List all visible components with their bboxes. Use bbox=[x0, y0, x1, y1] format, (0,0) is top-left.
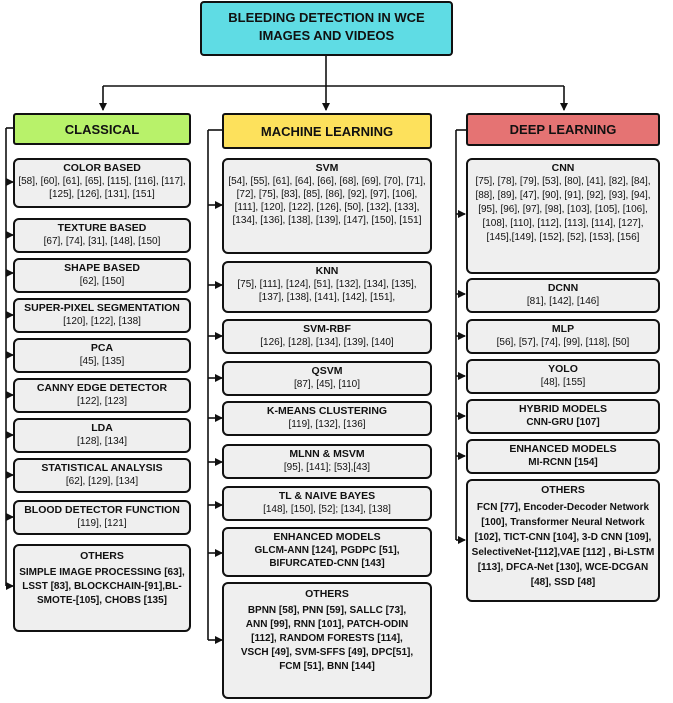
node-title: ENHANCED MODELS bbox=[509, 443, 617, 455]
dl-cnn: CNN [75], [78], [79], [53], [80], [41], … bbox=[466, 158, 660, 274]
node-title: OTHERS bbox=[541, 484, 585, 496]
ml-qsvm: QSVM [87], [45], [110] bbox=[222, 361, 432, 396]
node-refs: [48], [155] bbox=[540, 377, 586, 388]
header-classical-label: CLASSICAL bbox=[64, 121, 140, 137]
node-refs: [81], [142], [146] bbox=[526, 296, 600, 307]
node-title: MLP bbox=[551, 323, 575, 335]
node-refs: GLCM-ANN [124], PGDPC [51], BIFURCATED-C… bbox=[254, 545, 400, 569]
node-title: HYBRID MODELS bbox=[518, 403, 608, 415]
node-refs: FCN [77], Encoder-Decoder Network [100],… bbox=[471, 502, 655, 588]
node-refs: [126], [128], [134], [139], [140] bbox=[260, 337, 394, 348]
node-refs: [95], [141]; [53],[43] bbox=[283, 462, 371, 473]
ml-svm-rbf: SVM-RBF [126], [128], [134], [139], [140… bbox=[222, 319, 432, 354]
classical-blood-detector-function: BLOOD DETECTOR FUNCTION [119], [121] bbox=[13, 500, 191, 535]
header-deep-learning-label: DEEP LEARNING bbox=[509, 122, 617, 137]
node-refs: [119], [132], [136] bbox=[288, 419, 366, 430]
node-title: SHAPE BASED bbox=[64, 262, 140, 274]
node-title: LDA bbox=[91, 422, 113, 434]
node-refs: [56], [57], [74], [99], [118], [50] bbox=[496, 337, 630, 348]
node-title: OTHERS bbox=[80, 550, 124, 562]
ml-k-means-clustering: K-MEANS CLUSTERING [119], [132], [136] bbox=[222, 401, 432, 436]
classical-shape-based: SHAPE BASED [62], [150] bbox=[13, 258, 191, 293]
node-title: DCNN bbox=[547, 282, 579, 294]
dl-yolo: YOLO [48], [155] bbox=[466, 359, 660, 394]
node-refs: [54], [55], [61], [64], [66], [68], [69]… bbox=[228, 176, 426, 226]
ml-enhanced-models: ENHANCED MODELS GLCM-ANN [124], PGDPC [5… bbox=[222, 527, 432, 577]
ml-tl-naive-bayes: TL & NAIVE BAYES [148], [150], [52]; [13… bbox=[222, 486, 432, 521]
classical-texture-based: TEXTURE BASED [67], [74], [31], [148], [… bbox=[13, 218, 191, 253]
node-refs: [75], [78], [79], [53], [80], [41], [82]… bbox=[475, 176, 651, 243]
node-title: SVM bbox=[315, 162, 339, 174]
node-refs: [120], [122], [138] bbox=[63, 316, 141, 327]
dl-mlp: MLP [56], [57], [74], [99], [118], [50] bbox=[466, 319, 660, 354]
node-refs: [45], [135] bbox=[79, 356, 125, 367]
node-refs: [75], [111], [124], [51], [132], [134], … bbox=[237, 279, 417, 303]
node-refs: [148], [150], [52]; [134], [138] bbox=[263, 504, 391, 515]
node-refs: [122], [123] bbox=[76, 396, 128, 407]
header-machine-learning: MACHINE LEARNING bbox=[222, 113, 432, 149]
classical-canny-edge-detector: CANNY EDGE DETECTOR [122], [123] bbox=[13, 378, 191, 413]
node-title: TEXTURE BASED bbox=[57, 222, 147, 234]
node-title: SUPER-PIXEL SEGMENTATION bbox=[24, 302, 180, 314]
node-refs: [62], [129], [134] bbox=[65, 476, 139, 487]
classical-color-based: COLOR BASED [58], [60], [61], [65], [115… bbox=[13, 158, 191, 208]
node-refs: [58], [60], [61], [65], [115], [116], [1… bbox=[18, 176, 186, 200]
node-title: OTHERS bbox=[305, 588, 349, 600]
node-refs: [87], [45], [110] bbox=[294, 379, 360, 390]
header-deep-learning: DEEP LEARNING bbox=[466, 113, 660, 146]
node-refs: [128], [134] bbox=[76, 436, 128, 447]
node-title: QSVM bbox=[311, 365, 343, 377]
node-title: YOLO bbox=[548, 363, 578, 375]
root-node: BLEEDING DETECTION IN WCE IMAGES AND VID… bbox=[200, 1, 453, 56]
node-title: K-MEANS CLUSTERING bbox=[266, 405, 388, 417]
ml-knn: KNN [75], [111], [124], [51], [132], [13… bbox=[222, 261, 432, 313]
header-machine-learning-label: MACHINE LEARNING bbox=[260, 123, 394, 139]
classical-pca: PCA [45], [135] bbox=[13, 338, 191, 373]
node-refs: CNN-GRU [107] bbox=[526, 417, 600, 428]
header-classical: CLASSICAL bbox=[13, 113, 191, 145]
root-title: BLEEDING DETECTION IN WCE IMAGES AND VID… bbox=[228, 10, 425, 43]
ml-svm: SVM [54], [55], [61], [64], [66], [68], … bbox=[222, 158, 432, 254]
node-title: ENHANCED MODELS bbox=[273, 531, 381, 543]
dl-dcnn: DCNN [81], [142], [146] bbox=[466, 278, 660, 313]
node-refs: BPNN [58], PNN [59], SALLC [73], ANN [99… bbox=[240, 605, 414, 672]
node-refs: [119], [121] bbox=[77, 518, 127, 529]
classical-lda: LDA [128], [134] bbox=[13, 418, 191, 453]
node-title: CNN bbox=[551, 162, 575, 174]
node-title: KNN bbox=[315, 265, 339, 277]
dl-enhanced-models: ENHANCED MODELS MI-RCNN [154] bbox=[466, 439, 660, 474]
node-refs: MI-RCNN [154] bbox=[528, 457, 598, 468]
node-refs: [67], [74], [31], [148], [150] bbox=[43, 236, 161, 247]
classical-others: OTHERS SIMPLE IMAGE PROCESSING [63], LSS… bbox=[13, 544, 191, 632]
node-title: BLOOD DETECTOR FUNCTION bbox=[24, 504, 180, 516]
node-title: PCA bbox=[90, 342, 114, 354]
node-refs: SIMPLE IMAGE PROCESSING [63], LSST [83],… bbox=[19, 567, 185, 606]
ml-others: OTHERS BPNN [58], PNN [59], SALLC [73], … bbox=[222, 582, 432, 699]
node-title: MLNN & MSVM bbox=[289, 448, 365, 460]
classical-super-pixel-segmentation: SUPER-PIXEL SEGMENTATION [120], [122], [… bbox=[13, 298, 191, 333]
dl-others: OTHERS FCN [77], Encoder-Decoder Network… bbox=[466, 479, 660, 602]
ml-mlnn-msvm: MLNN & MSVM [95], [141]; [53],[43] bbox=[222, 444, 432, 479]
node-refs: [62], [150] bbox=[79, 276, 125, 287]
node-title: STATISTICAL ANALYSIS bbox=[41, 462, 163, 474]
node-title: COLOR BASED bbox=[63, 162, 141, 174]
node-title: TL & NAIVE BAYES bbox=[278, 490, 376, 502]
node-title: CANNY EDGE DETECTOR bbox=[36, 382, 168, 394]
classical-statistical-analysis: STATISTICAL ANALYSIS [62], [129], [134] bbox=[13, 458, 191, 493]
dl-hybrid-models: HYBRID MODELS CNN-GRU [107] bbox=[466, 399, 660, 434]
node-title: SVM-RBF bbox=[303, 323, 351, 335]
